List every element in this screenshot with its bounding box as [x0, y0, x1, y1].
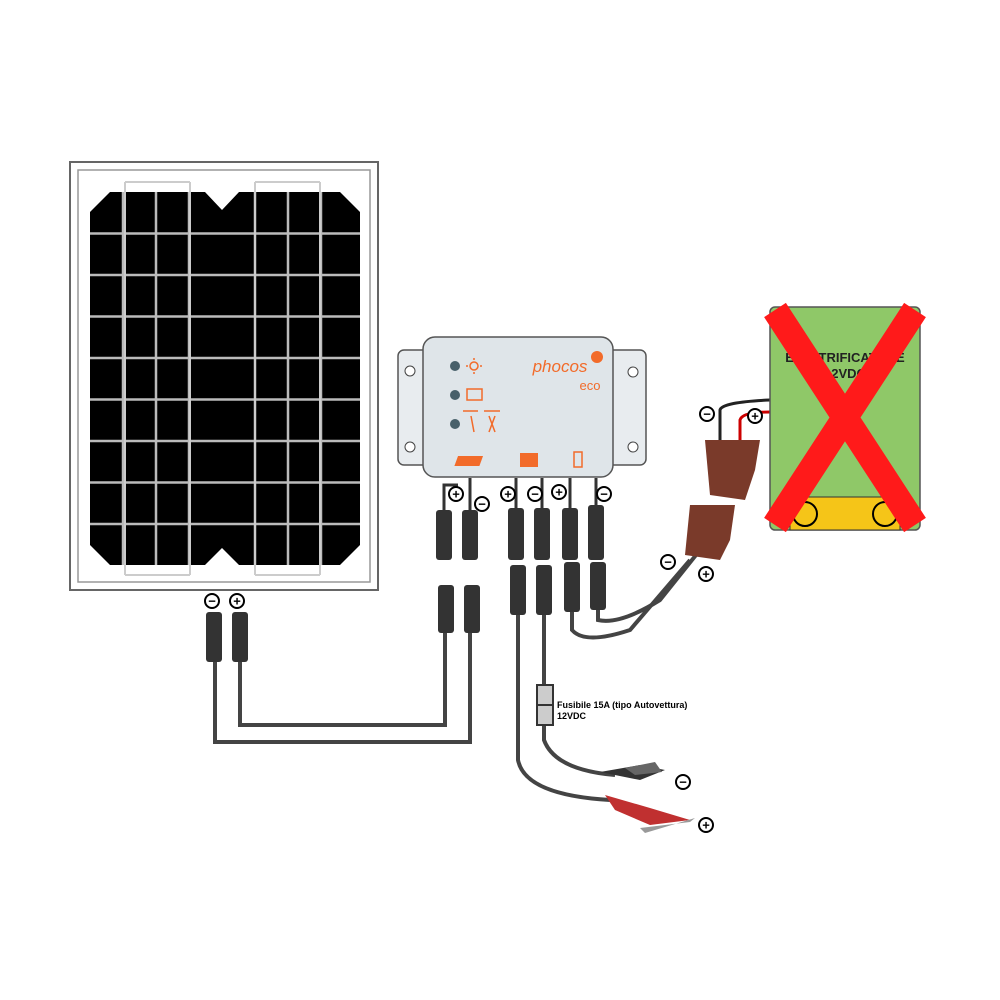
svg-text:−: −	[208, 594, 216, 609]
model-label: eco	[580, 378, 601, 393]
svg-text:+: +	[702, 818, 710, 833]
minus-symbol: −	[675, 774, 691, 790]
plus-symbol: +	[551, 484, 567, 500]
minus-symbol: −	[660, 554, 676, 570]
svg-text:+: +	[702, 567, 710, 582]
svg-text:−: −	[531, 487, 539, 502]
minus-symbol: −	[204, 593, 220, 609]
svg-text:−: −	[679, 775, 687, 790]
brand-logo: phocos	[532, 357, 588, 376]
panel-cables	[213, 630, 472, 744]
fuse-label-2: 12VDC	[557, 711, 587, 721]
controller-wires	[442, 478, 598, 510]
minus-symbol: −	[699, 406, 715, 422]
svg-text:−: −	[600, 487, 608, 502]
svg-text:+: +	[504, 487, 512, 502]
fuse	[536, 684, 554, 726]
svg-text:+: +	[555, 485, 563, 500]
plus-symbol: +	[747, 408, 763, 424]
cross-mark	[764, 302, 926, 533]
device-connectors	[685, 440, 760, 560]
svg-text:+: +	[751, 409, 759, 424]
battery-cables	[516, 548, 702, 802]
plus-symbol: +	[698, 566, 714, 582]
svg-text:+: +	[452, 487, 460, 502]
svg-text:+: +	[233, 594, 241, 609]
clamp-red	[605, 795, 695, 833]
plus-symbol: +	[448, 486, 464, 502]
minus-symbol: −	[474, 496, 490, 512]
electric-fencer-device: ELETTRIFICATORE 12VDC	[764, 302, 926, 533]
plus-symbol: +	[229, 593, 245, 609]
clamp-black	[600, 762, 665, 780]
svg-text:−: −	[703, 407, 711, 422]
plus-symbol: +	[500, 486, 516, 502]
plus-symbol: +	[698, 817, 714, 833]
svg-text:−: −	[478, 497, 486, 512]
svg-text:−: −	[664, 555, 672, 570]
solar-panel	[69, 161, 379, 591]
minus-symbol: −	[596, 486, 612, 502]
panel-connectors	[206, 505, 606, 662]
minus-symbol: −	[527, 486, 543, 502]
fuse-label-1: Fusibile 15A (tipo Autovettura)	[557, 700, 687, 710]
charge-controller: phocos eco	[397, 336, 647, 478]
